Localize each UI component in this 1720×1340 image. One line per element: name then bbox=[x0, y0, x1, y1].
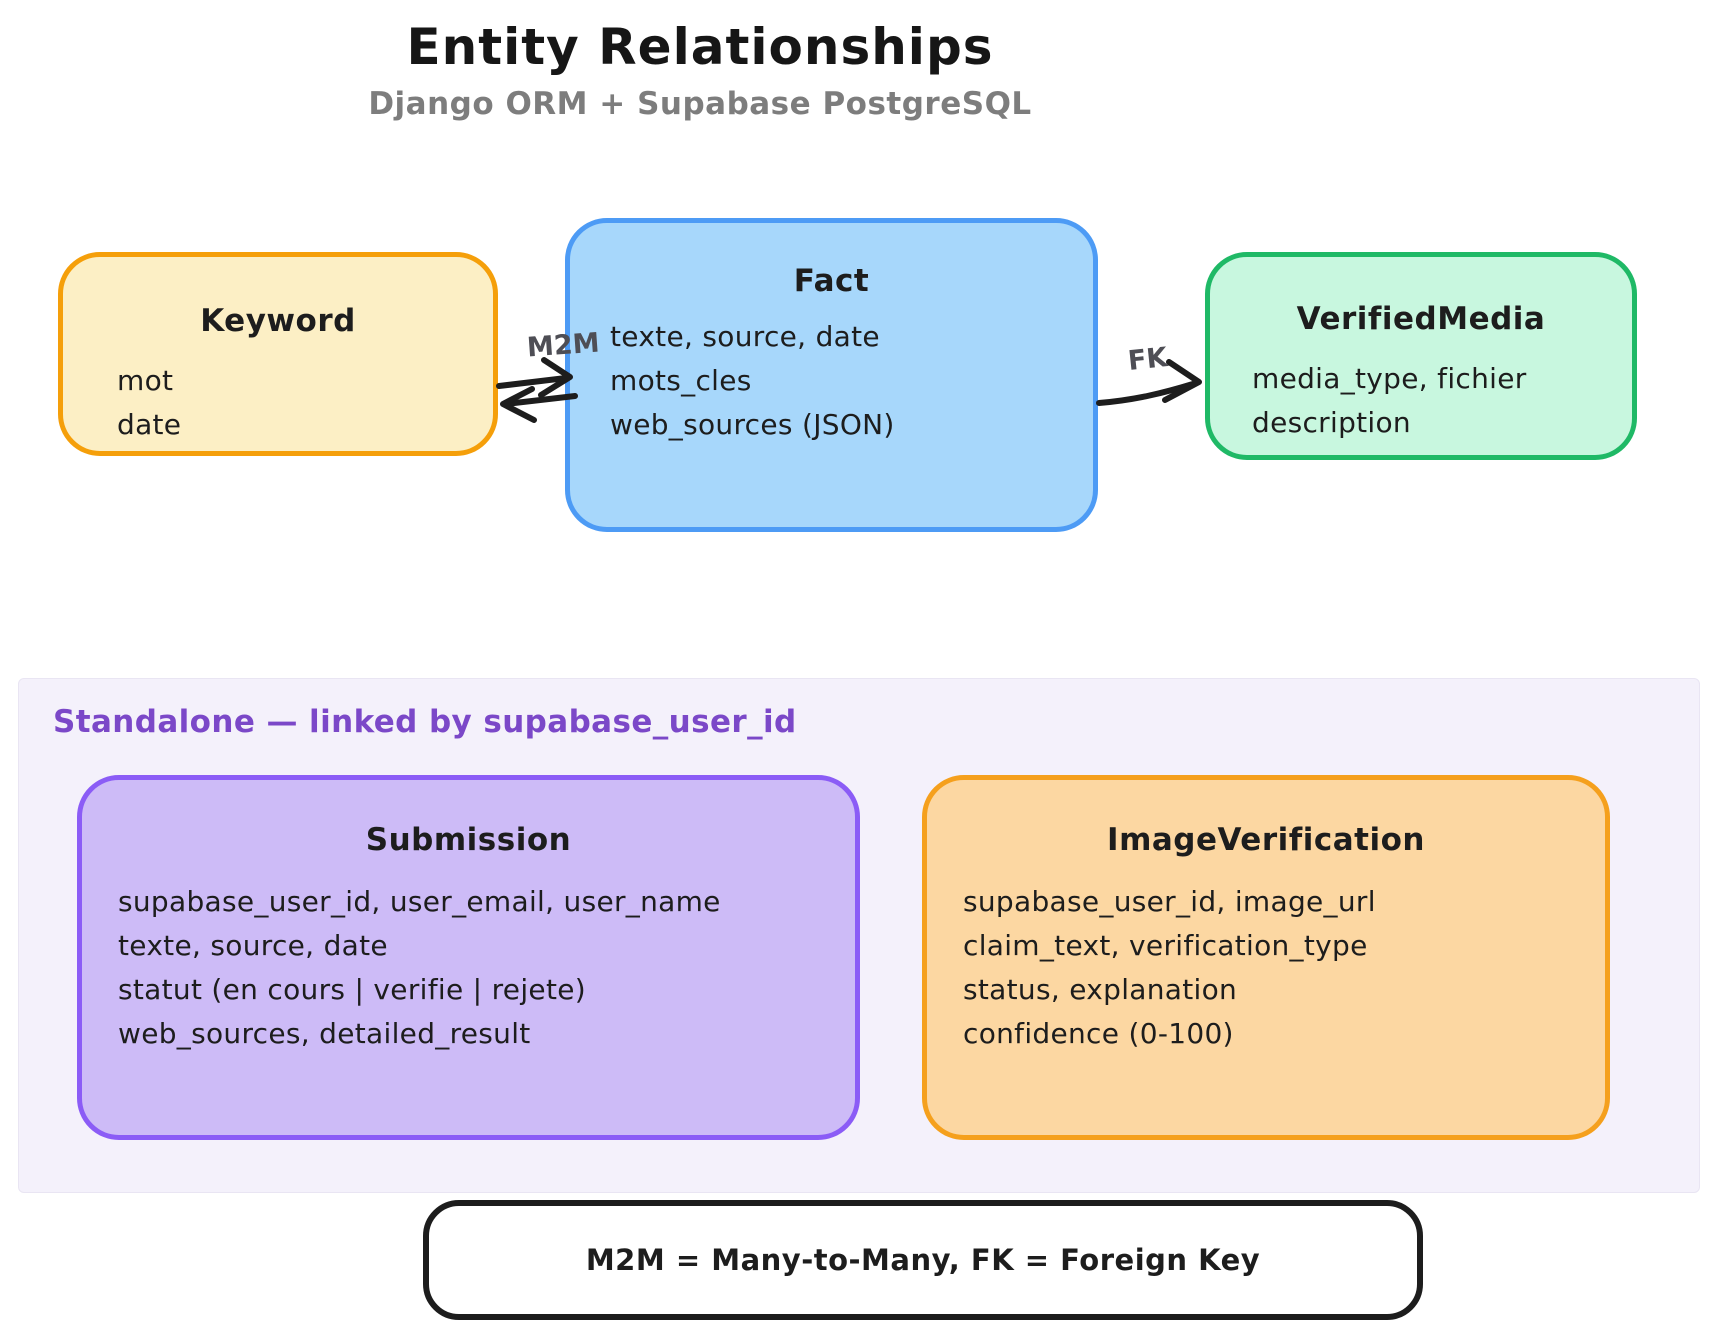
entity-submission-fields: supabase_user_id, user_email, user_name … bbox=[82, 880, 855, 1056]
entity-field: mots_cles bbox=[610, 364, 752, 397]
legend-text: M2M = Many-to-Many, FK = Foreign Key bbox=[585, 1243, 1261, 1277]
entity-image-verification-title: ImageVerification bbox=[1107, 822, 1425, 858]
entity-field: status, explanation bbox=[963, 973, 1238, 1006]
entity-image-verification: ImageVerification supabase_user_id, imag… bbox=[922, 775, 1610, 1140]
entity-field: texte, source, date bbox=[610, 320, 880, 353]
entity-field: date bbox=[117, 408, 182, 441]
entity-field: supabase_user_id, image_url bbox=[963, 885, 1376, 918]
entity-field: description bbox=[1252, 406, 1411, 439]
entity-verified-media: VerifiedMedia media_type, fichier descri… bbox=[1205, 252, 1637, 460]
page-title: Entity Relationships bbox=[406, 18, 994, 76]
entity-fact: Fact texte, source, date mots_cles web_s… bbox=[565, 218, 1098, 532]
entity-field: supabase_user_id, user_email, user_name bbox=[118, 885, 721, 918]
entity-field: texte, source, date bbox=[118, 929, 388, 962]
entity-keyword-title: Keyword bbox=[200, 303, 356, 339]
entity-field: web_sources, detailed_result bbox=[118, 1017, 531, 1050]
entity-field: web_sources (JSON) bbox=[610, 408, 895, 441]
entity-submission-title: Submission bbox=[365, 822, 572, 858]
entity-field: statut (en cours | verifie | rejete) bbox=[118, 973, 586, 1006]
entity-image-verification-fields: supabase_user_id, image_url claim_text, … bbox=[927, 880, 1605, 1056]
entity-field: mot bbox=[117, 364, 174, 397]
entity-keyword-fields: mot date bbox=[63, 359, 493, 447]
legend-box: M2M = Many-to-Many, FK = Foreign Key bbox=[423, 1200, 1423, 1320]
entity-keyword: Keyword mot date bbox=[58, 252, 498, 456]
m2m-relationship-label: M2M bbox=[526, 327, 601, 364]
entity-field: media_type, fichier bbox=[1252, 362, 1527, 395]
entity-fact-fields: texte, source, date mots_cles web_source… bbox=[570, 315, 1093, 447]
entity-field: confidence (0-100) bbox=[963, 1017, 1234, 1050]
entity-verified-media-title: VerifiedMedia bbox=[1296, 301, 1546, 337]
entity-verified-media-fields: media_type, fichier description bbox=[1210, 357, 1632, 445]
entity-field: claim_text, verification_type bbox=[963, 929, 1368, 962]
fk-relationship-label: FK bbox=[1126, 342, 1169, 377]
diagram-header: Entity Relationships Django ORM + Supaba… bbox=[0, 18, 1400, 122]
entity-submission: Submission supabase_user_id, user_email,… bbox=[77, 775, 860, 1140]
standalone-group-label: Standalone — linked by supabase_user_id bbox=[53, 704, 797, 740]
m2m-arrow-right-icon bbox=[496, 357, 573, 398]
page-subtitle: Django ORM + Supabase PostgreSQL bbox=[368, 86, 1032, 122]
entity-fact-title: Fact bbox=[793, 263, 870, 299]
